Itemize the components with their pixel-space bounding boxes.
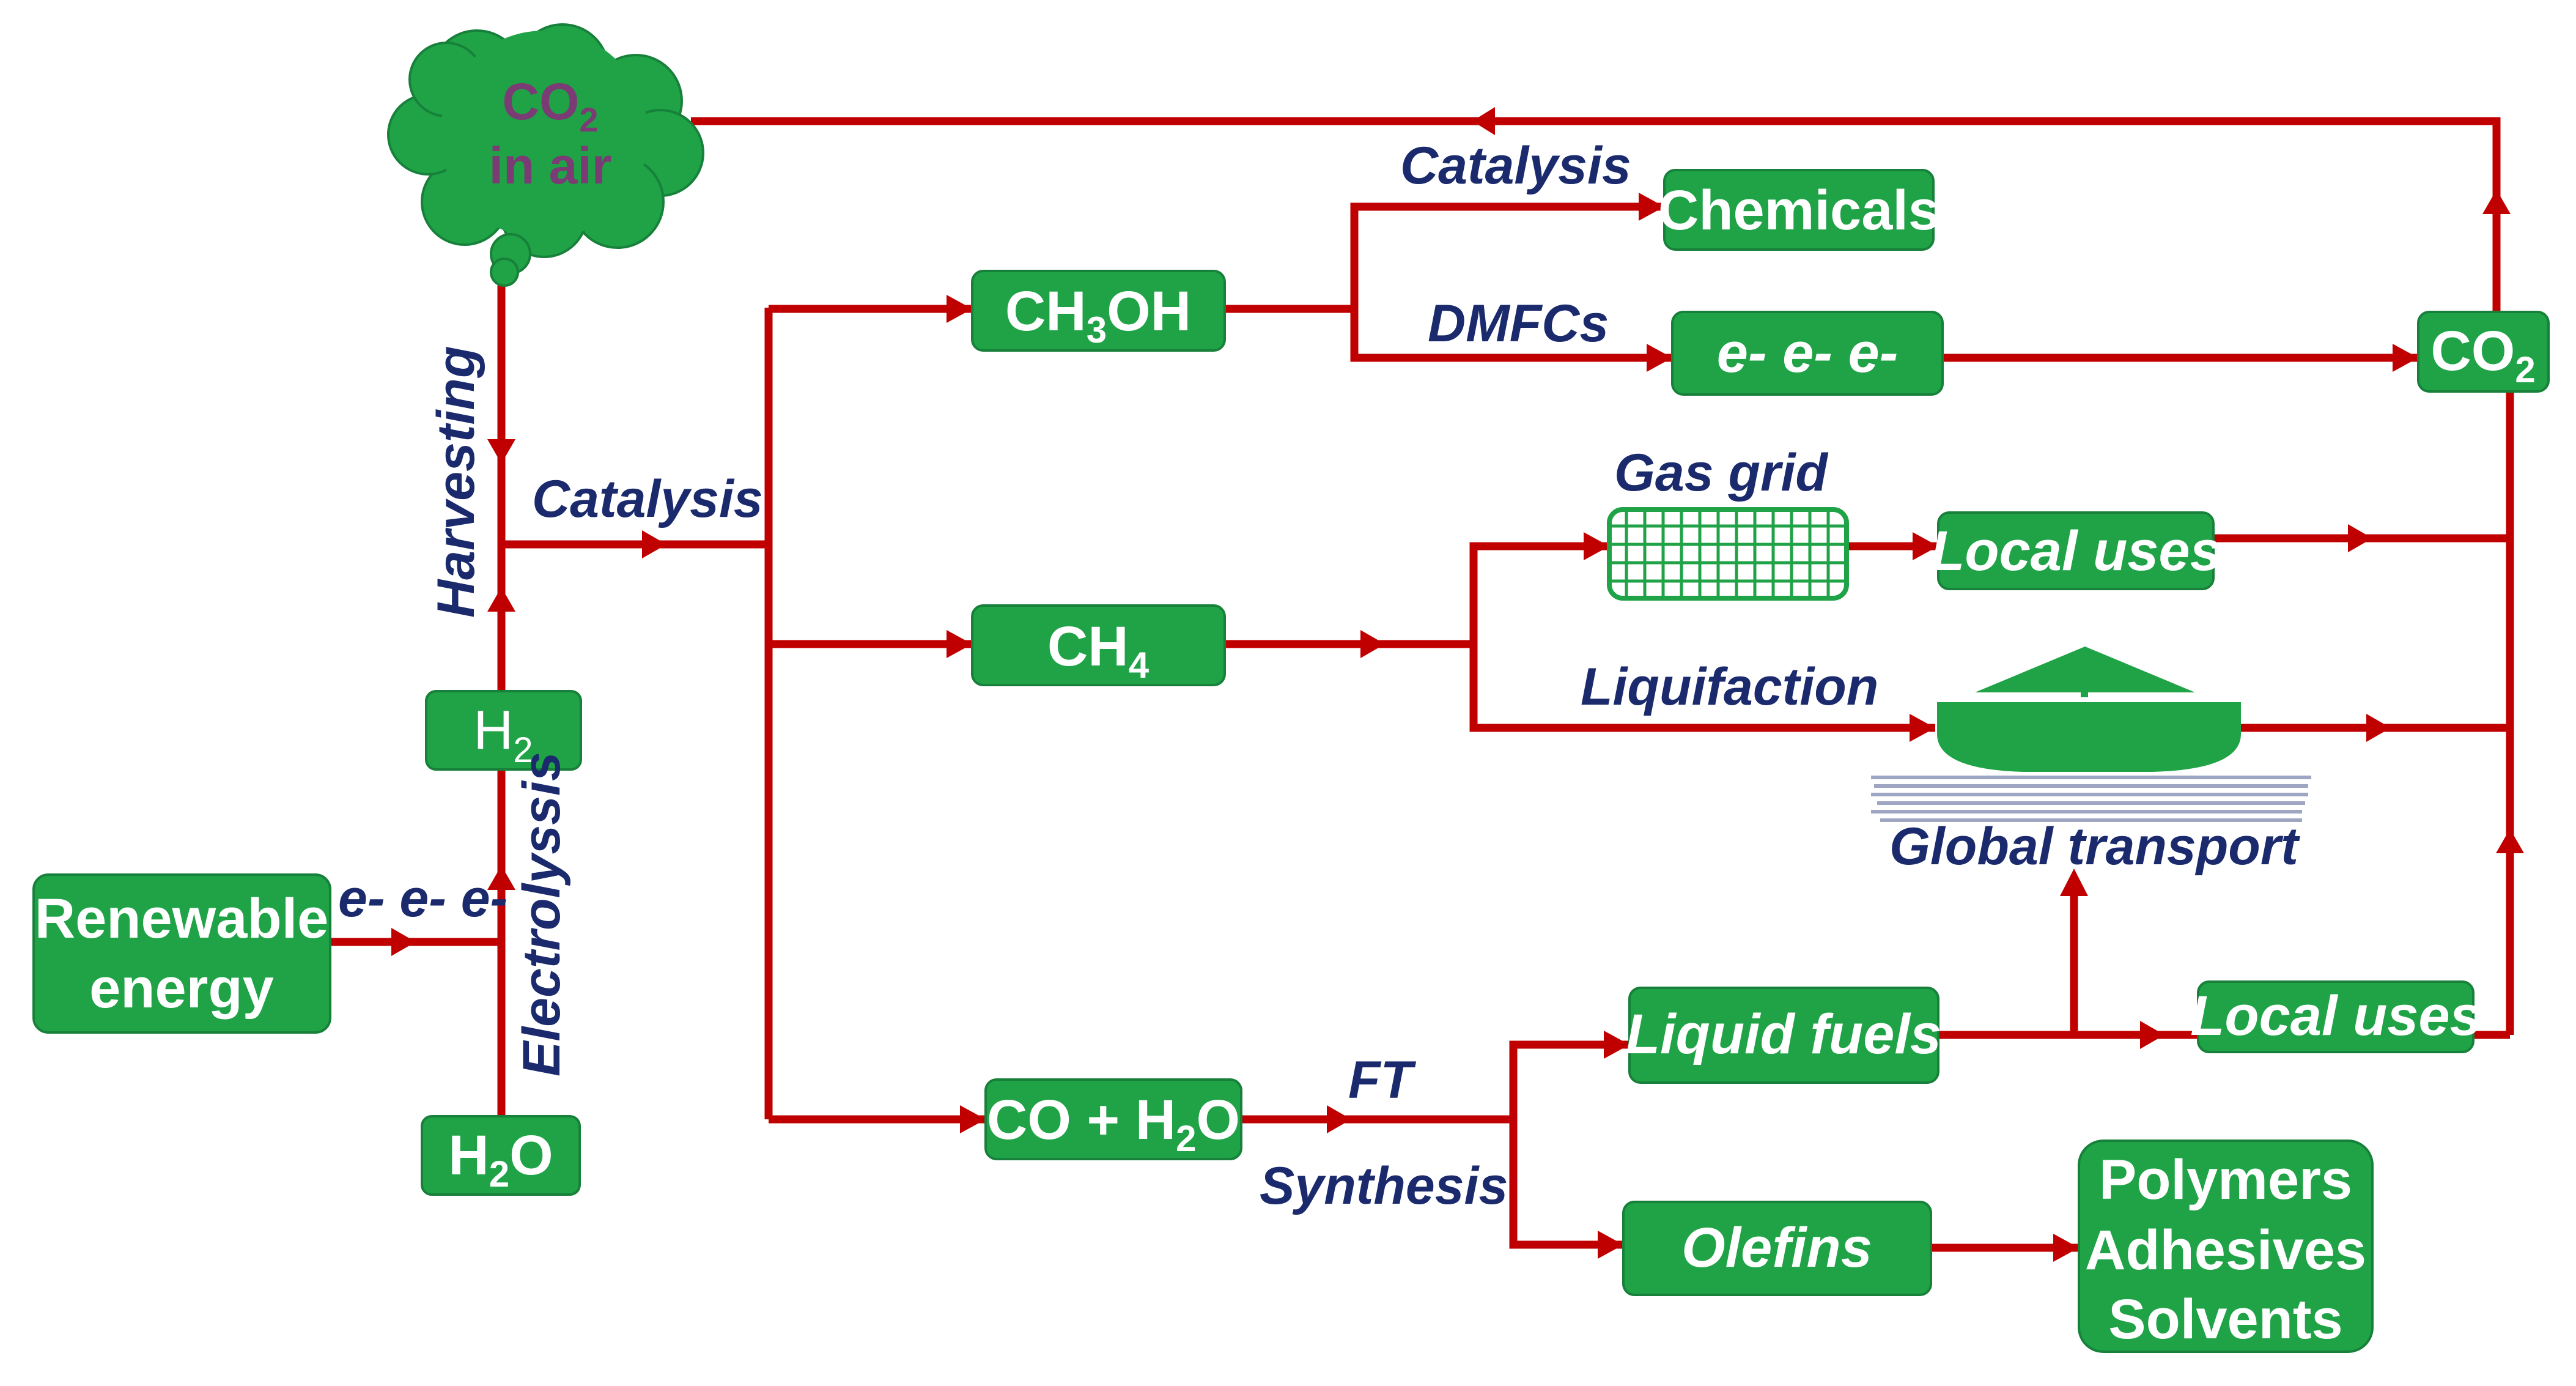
flow-labels: e- e- e- Harvesting Electrolyssis Cataly… [338,136,2300,1215]
arrow-harvest-down [487,439,515,464]
arrow-electrolysis-up [487,587,515,612]
arrow-fuels-to-local [2140,1021,2165,1049]
co2-in-air-cloud: CO2 in air [387,23,704,287]
svg-text:Local uses: Local uses [1930,520,2221,582]
liquifaction-label: Liquifaction [1581,658,1878,716]
arrow-ch4-out [1360,630,1385,658]
arrow-to-gas-grid [1584,532,1609,560]
arrow-collector-up [2496,829,2524,853]
svg-text:Olefins: Olefins [1681,1217,1872,1279]
catalysis-main-label: Catalysis [532,470,763,528]
cloud-in-air-text: in air [489,137,612,195]
dmfcs-label: DMFCs [1428,294,1609,353]
svg-text:Solvents: Solvents [2108,1288,2342,1351]
arrow-renewable [391,928,416,956]
arrow-to-liquid-fuels [1604,1031,1629,1059]
arrow-to-transport [2060,869,2088,896]
arrow-ship-to-collector [2366,714,2391,742]
ch4-box: CH4 [971,604,1226,686]
synthesis-label: Synthesis [1260,1157,1508,1215]
ch3oh-label: CH3OH [1005,280,1191,350]
h2-label: H2 [473,700,533,770]
ch4-label: CH4 [1047,615,1150,686]
svg-text:Liquid fuels: Liquid fuels [1626,1003,1941,1065]
gas-grid-icon [1607,507,1849,601]
co2-return-line [691,117,2501,360]
electrons-label: e- e- e- [338,869,507,928]
arrow-local-to-collector [2348,524,2372,552]
svg-text:Renewable: Renewable [35,888,329,950]
harvesting-label: Harvesting [427,346,485,618]
local-uses-box-2: Local uses [2190,980,2481,1053]
water-waves-icon [1871,776,2311,822]
arrow-co2-return [1472,107,1495,135]
arrowheads [391,107,2524,1262]
arrow-to-coh2o [960,1105,986,1133]
svg-text:Adhesives: Adhesives [2085,1219,2366,1281]
to-liquifaction-line [1469,644,1935,732]
co-h2o-label: CO + H2O [987,1089,1240,1159]
arrow-to-ch3oh [947,295,972,323]
arrow-grid-to-local [1913,532,1938,560]
co2-box: CO2 [2417,311,2550,393]
h2o-label: H2O [448,1124,553,1195]
global-transport-label: Global transport [1889,817,2300,876]
arrow-h2-up [487,865,515,890]
h2-box: H2 [425,690,582,771]
ft-label: FT [1348,1051,1417,1110]
arrow-to-olefins [1598,1231,1623,1259]
arrow-catalysis-main [642,530,666,558]
to-olefins-line [1509,1119,1623,1249]
svg-text:energy: energy [89,957,274,1020]
svg-text:Local uses: Local uses [2190,985,2481,1047]
electrolyssis-label: Electrolyssis [512,752,571,1077]
arrow-to-ch4 [947,630,972,658]
co2-label: CO2 [2430,320,2535,390]
co-h2o-box: CO + H2O [984,1078,1242,1160]
to-dmfc-line [1350,309,1672,362]
arrow-co2-up [2482,190,2511,214]
olefins-box: Olefins [1622,1201,1932,1296]
ch3oh-box: CH3OH [971,270,1226,352]
local-uses-box-1: Local uses [1930,511,2221,590]
catalysis-top-label: Catalysis [1400,136,1631,195]
ship-icon [1937,647,2241,772]
svg-text:e- e- e-: e- e- e- [1717,322,1899,384]
arrow-to-ship [1910,714,1935,742]
arrow-to-polymers [2053,1234,2079,1262]
chemicals-box: Chemicals [1658,169,1939,251]
cloud-co2-text: CO2 [502,73,598,139]
arrow-to-co2 [2393,344,2418,372]
arrow-coh2o-out [1327,1105,1351,1133]
electrons-box: e- e- e- [1671,311,1944,396]
svg-text:Chemicals: Chemicals [1658,179,1939,242]
h2o-box: H2O [421,1115,581,1196]
svg-text:Polymers: Polymers [2099,1149,2352,1211]
to-liquid-fuels-line [1509,1040,1629,1245]
to-chemicals-line [1350,202,1664,358]
gas-grid-label: Gas grid [1614,443,1828,502]
arrow-to-chemicals [1639,193,1664,221]
liquid-fuels-box: Liquid fuels [1626,987,1941,1084]
renewable-energy-box: Renewable energy [32,873,331,1034]
arrow-to-dmfc [1647,344,1672,372]
polymers-box: Polymers Adhesives Solvents [2078,1140,2374,1353]
flow-lines [330,117,2514,1252]
